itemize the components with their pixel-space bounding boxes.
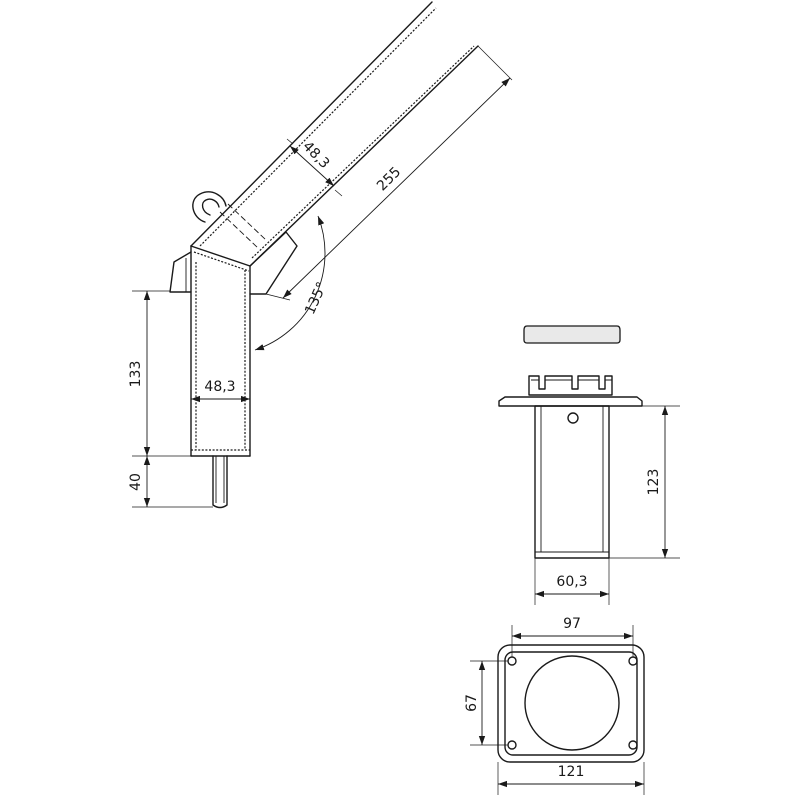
angled-holder-view: 48,3 255 135° 133 48,3 40 (128, 1, 513, 509)
dim-plate-hole-spacing-x: 97 (563, 616, 581, 632)
dim-bend-angle: 135° (302, 280, 330, 317)
dim-lower-tube-diameter: 48,3 (204, 379, 235, 395)
left-gusset (169, 251, 192, 293)
dim-angled-tube-diameter: 48,3 (299, 138, 332, 172)
plate-hole-bottom-right (628, 740, 638, 750)
mounting-plate-view: 97 67 121 (464, 616, 645, 795)
angled-tube-weld-seam (199, 7, 475, 259)
socket-pin-hole (567, 412, 579, 424)
right-gusset (249, 231, 298, 295)
miter-joint (190, 245, 251, 267)
dim-arc-bend-angle (254, 215, 326, 351)
dim-plate-hole-spacing-y: 67 (464, 694, 480, 712)
plate-hole-top-right (628, 656, 638, 666)
plate-inner (504, 651, 638, 756)
pin (212, 455, 228, 509)
dim-pin-length: 40 (128, 473, 144, 491)
plate-center-bore (524, 655, 620, 751)
dim-angled-tube-length: 255 (374, 164, 404, 194)
dim-lower-tube-height: 133 (128, 361, 144, 388)
socket-body (534, 405, 610, 559)
miter-weld (193, 251, 250, 272)
angled-tube-upper-edge (190, 1, 433, 247)
socket-cap (523, 325, 621, 344)
lower-tube-weld (195, 262, 246, 450)
socket-view: 123 60,3 (498, 325, 680, 605)
plate-hole-top-left (507, 656, 517, 666)
plate-outer (497, 644, 645, 763)
dim-socket-diameter: 60,3 (556, 574, 587, 590)
lifting-eye (192, 191, 227, 223)
dim-socket-height: 123 (646, 469, 662, 496)
plate-hole-bottom-left (507, 740, 517, 750)
dim-plate-width: 121 (558, 764, 585, 780)
socket-flange (498, 396, 643, 407)
dim-line-angled-tube-length (282, 77, 511, 299)
socket-collar (528, 375, 613, 396)
